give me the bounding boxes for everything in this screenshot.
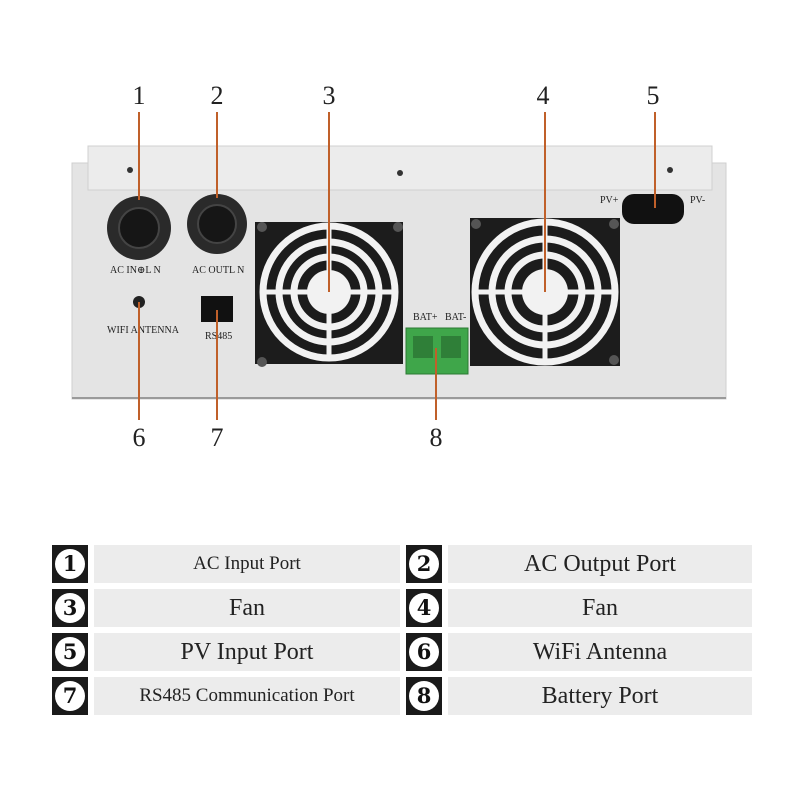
legend-number-badge: 8 bbox=[406, 677, 442, 715]
legend-row: 3 Fan 4 Fan bbox=[52, 589, 752, 627]
callout-6: 6 bbox=[133, 423, 146, 452]
legend-number-badge: 6 bbox=[406, 633, 442, 671]
legend-number-badge: 7 bbox=[52, 677, 88, 715]
fan-screw bbox=[609, 219, 619, 229]
ac-output-port bbox=[187, 194, 247, 254]
legend-row: 1 AC Input Port 2 AC Output Port bbox=[52, 545, 752, 583]
ac-out-label: AC OUTL N bbox=[192, 265, 244, 276]
legend-label: RS485 Communication Port bbox=[94, 677, 400, 715]
bat-plus-label: BAT+ bbox=[413, 312, 438, 323]
legend-row: 5 PV Input Port 6 WiFi Antenna bbox=[52, 633, 752, 671]
screw-hole bbox=[127, 167, 133, 173]
legend-label: AC Input Port bbox=[94, 545, 400, 583]
callout-5: 5 bbox=[647, 81, 660, 110]
screw-hole bbox=[397, 170, 403, 176]
pv-plus-label: PV+ bbox=[600, 195, 619, 206]
top-lip bbox=[87, 145, 713, 191]
callout-2: 2 bbox=[211, 81, 224, 110]
pv-input-port bbox=[622, 194, 684, 224]
callout-4: 4 bbox=[537, 81, 550, 110]
ac-in-label: AC IN⊕L N bbox=[110, 265, 161, 276]
ac-input-port bbox=[107, 196, 171, 260]
fan-screw bbox=[257, 222, 267, 232]
legend-number-badge: 4 bbox=[406, 589, 442, 627]
callout-1: 1 bbox=[133, 81, 146, 110]
legend-number-badge: 1 bbox=[52, 545, 88, 583]
legend-number-badge: 2 bbox=[406, 545, 442, 583]
legend-label: AC Output Port bbox=[448, 545, 752, 583]
rs485-label: RS485 bbox=[205, 331, 232, 342]
legend-row: 7 RS485 Communication Port 8 Battery Por… bbox=[52, 677, 752, 715]
callout-3: 3 bbox=[323, 81, 336, 110]
legend-label: WiFi Antenna bbox=[448, 633, 752, 671]
callout-8: 8 bbox=[430, 423, 443, 452]
fan-screw bbox=[609, 355, 619, 365]
fan-screw bbox=[471, 219, 481, 229]
legend-number-badge: 3 bbox=[52, 589, 88, 627]
legend-number-badge: 5 bbox=[52, 633, 88, 671]
wifi-label: WIFI ANTENNA bbox=[107, 325, 180, 336]
bat-minus-label: BAT- bbox=[445, 312, 466, 323]
legend-label: Fan bbox=[94, 589, 400, 627]
screw-hole bbox=[667, 167, 673, 173]
pv-minus-label: PV- bbox=[690, 195, 705, 206]
fan-screw bbox=[393, 222, 403, 232]
fan-screw bbox=[257, 357, 267, 367]
legend-label: Fan bbox=[448, 589, 752, 627]
legend-label: PV Input Port bbox=[94, 633, 400, 671]
legend-label: Battery Port bbox=[448, 677, 752, 715]
callout-7: 7 bbox=[211, 423, 224, 452]
